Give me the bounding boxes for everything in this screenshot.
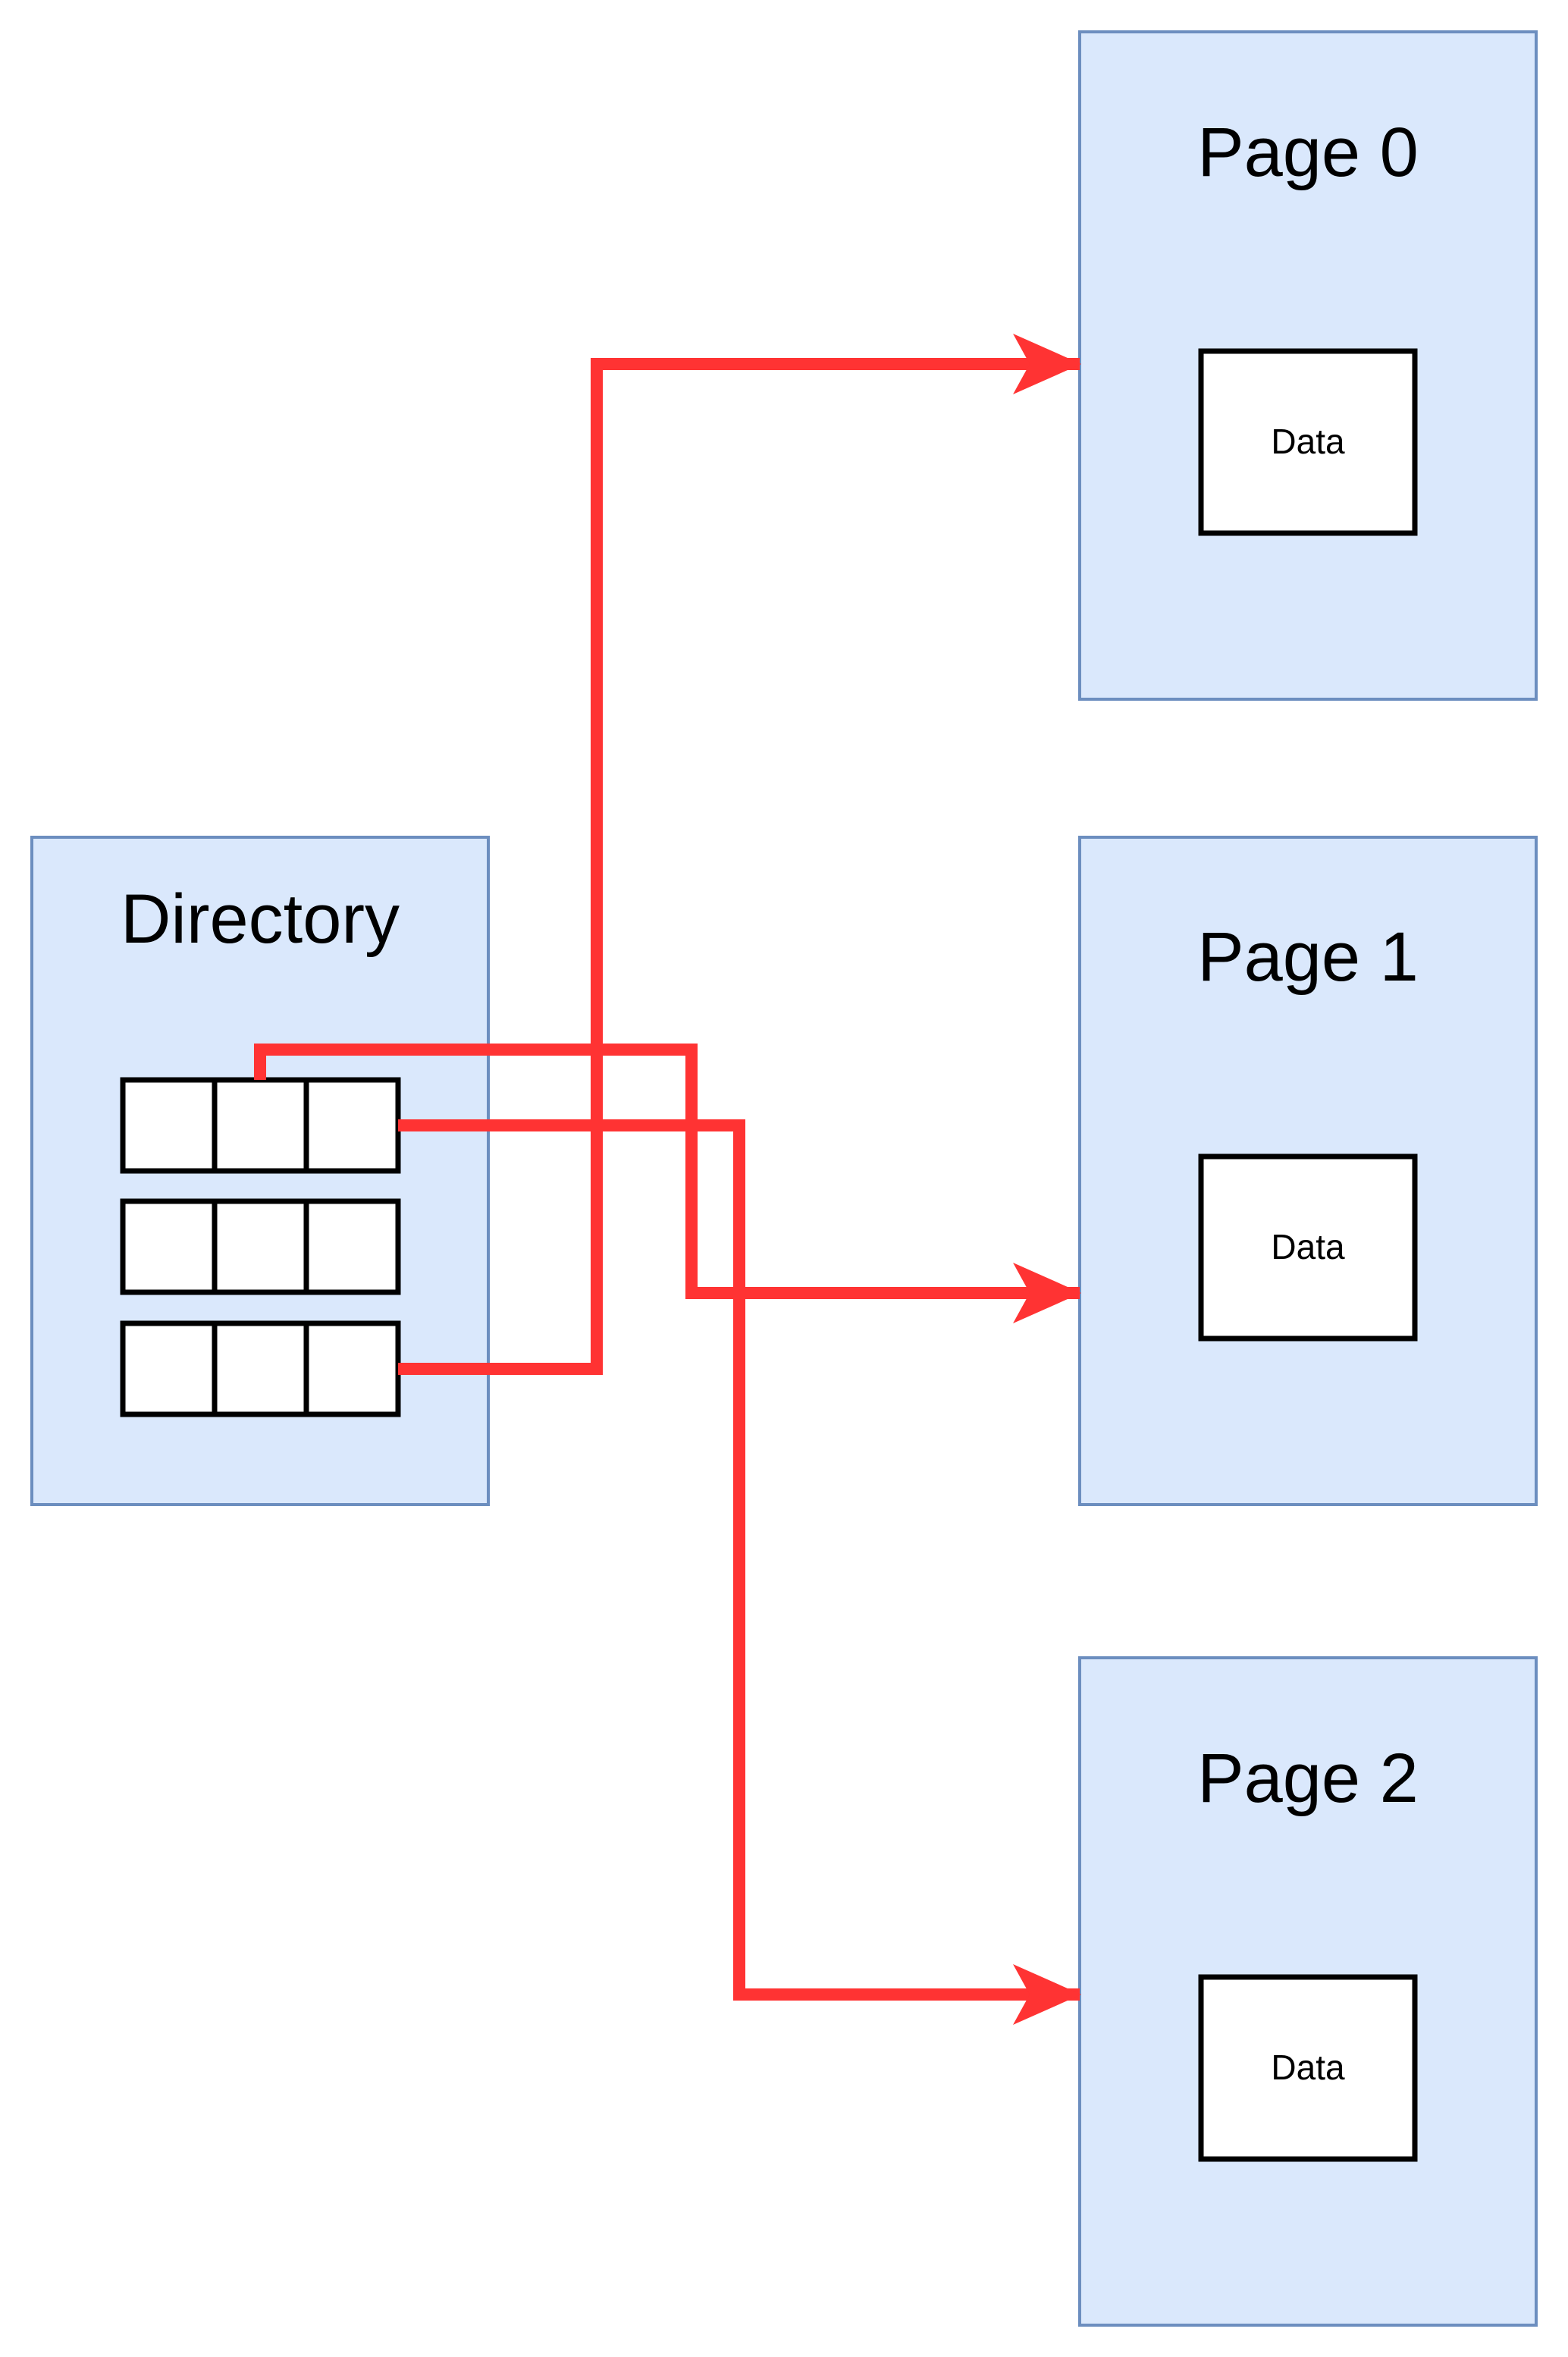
directory-box: Directory — [30, 836, 490, 1506]
directory-cell — [303, 1198, 401, 1295]
directory-cell — [212, 1077, 309, 1174]
page-0-box: Page 0 Data — [1078, 30, 1538, 701]
arrow-directory-row-0-to-page-1 — [254, 1044, 1081, 1323]
directory-cell — [303, 1077, 401, 1174]
page-1-box: Page 1 Data — [1078, 836, 1538, 1506]
arrow-directory-row-0-to-page-2 — [398, 1119, 1081, 2025]
page-2-box: Page 2 Data — [1078, 1656, 1538, 2327]
page-1-data-label: Data — [1271, 1227, 1345, 1266]
page-0-data-block — [1198, 348, 1418, 536]
page-2-title: Page 2 — [1197, 1740, 1419, 1817]
page-2-data-label: Data — [1271, 2048, 1345, 2087]
page-0-data-label: Data — [1271, 422, 1345, 461]
directory-cell — [120, 1077, 218, 1174]
directory-cell — [120, 1198, 218, 1295]
page-1-title: Page 1 — [1197, 918, 1419, 996]
directory-cell — [120, 1320, 218, 1417]
page-0-title: Page 0 — [1197, 114, 1419, 191]
directory-cell — [212, 1198, 309, 1295]
page-1-data-block — [1198, 1153, 1418, 1342]
page-2-data-block — [1198, 1974, 1418, 2162]
directory-entry-row-2 — [120, 1320, 401, 1417]
directory-title: Directory — [121, 880, 400, 958]
directory-entry-row-1 — [120, 1198, 401, 1295]
pointer-arrows — [254, 334, 1081, 2025]
arrow-directory-row-2-to-page-0 — [398, 334, 1081, 1375]
directory-cell — [303, 1320, 401, 1417]
directory-cell — [212, 1320, 309, 1417]
directory-entry-row-0 — [120, 1077, 401, 1174]
